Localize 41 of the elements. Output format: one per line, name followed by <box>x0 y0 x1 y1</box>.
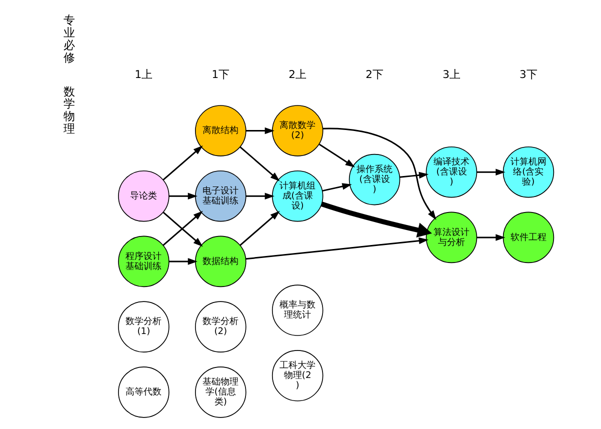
arrow <box>246 192 274 200</box>
node-circle: 操作系统(含课设) <box>348 154 400 206</box>
arrow <box>168 258 198 265</box>
label: 2下 <box>366 68 384 82</box>
arrow <box>476 234 506 241</box>
node-circle: 工科大学物理(2) <box>272 350 324 402</box>
arrow <box>476 168 506 176</box>
arrow <box>240 146 280 182</box>
node-circle: 数据结构 <box>195 236 246 288</box>
node-circle: 数学分析(1) <box>118 301 170 352</box>
node-circle: 导论类 <box>118 170 170 222</box>
label: 专业必修 <box>64 13 76 64</box>
node-circle: 离散数学(2) <box>272 105 324 156</box>
node-circle: 基础物理学(信息类) <box>195 366 246 418</box>
node-circle: 软件工程 <box>502 212 554 264</box>
node-circle: 高等代数 <box>118 366 170 418</box>
node-circle: 程序设计基础训练 <box>118 236 170 288</box>
label: 3下 <box>520 68 538 82</box>
arrow <box>168 192 198 200</box>
node-circle: 数学分析(2) <box>195 301 246 352</box>
label: 数学物理 <box>64 84 76 136</box>
arrow <box>400 172 429 179</box>
node-circle: 离散结构 <box>195 105 246 156</box>
arrow <box>240 210 280 246</box>
arrow <box>320 202 432 238</box>
node-circle: 计算机组成(含课设) <box>272 170 324 222</box>
label: 2上 <box>288 68 307 82</box>
arrow <box>319 144 356 168</box>
node-circle: 电子设计基础训练 <box>195 170 246 222</box>
node-circle: 编译技术(含课设) <box>426 146 478 198</box>
node-circle: 算法设计与分析 <box>426 212 478 264</box>
node-circle: 计算机网络(含实验) <box>502 146 554 198</box>
label: 1下 <box>212 68 230 82</box>
arrow <box>322 183 352 192</box>
arrow <box>322 128 436 220</box>
label: 3上 <box>442 68 460 82</box>
label: 1上 <box>134 68 153 82</box>
arrow <box>246 237 429 260</box>
arrow <box>162 145 203 180</box>
node-circle: 概率与数理统计 <box>272 284 324 336</box>
arrow <box>246 127 274 134</box>
